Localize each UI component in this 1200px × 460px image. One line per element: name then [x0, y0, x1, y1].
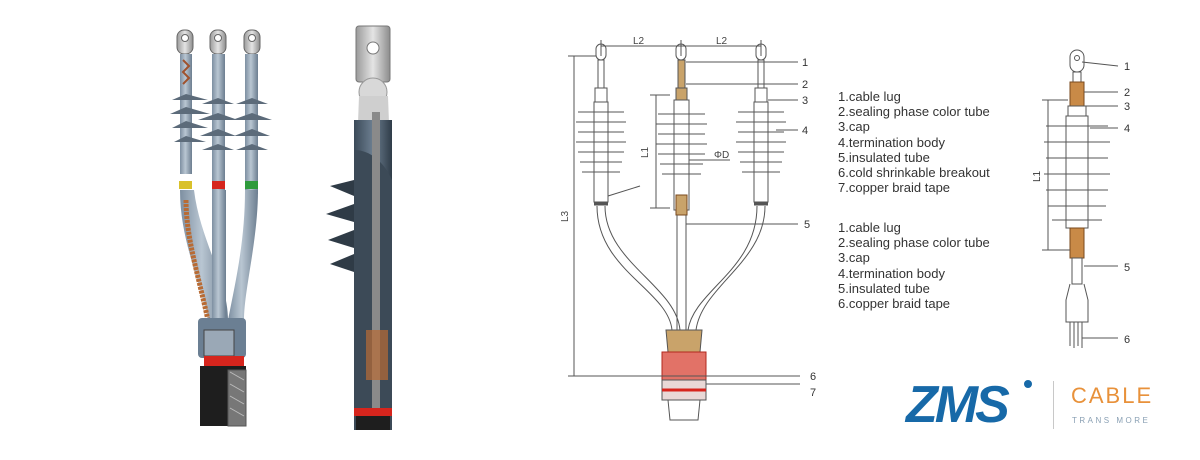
logo-mark: ZMS [904, 376, 1010, 434]
three-core-dimension-labels: L2 L2 L1 L3 ΦD [560, 36, 729, 222]
legend-three-core: 1.cable lug 2.sealing phase color tube 3… [838, 89, 990, 195]
dim-l1: L1 [640, 146, 651, 158]
dim-l3: L3 [560, 210, 571, 222]
three-core-dimension-drawing [568, 40, 800, 421]
logo-word: CABLE [1071, 383, 1154, 408]
callout-2: 2 [1124, 87, 1130, 99]
single-core-callouts: L1 1 2 3 4 5 6 [1032, 61, 1130, 346]
insulator-sheds-icon [326, 180, 354, 272]
legend-item: 6.cold shrinkable breakout [838, 165, 990, 181]
zms-logo-icon: ZMS [904, 376, 1032, 434]
legend-item: 5.insulated tube [838, 149, 930, 165]
cutaway-termination-photo [326, 25, 392, 430]
callout-6: 6 [810, 371, 816, 383]
callout-5: 5 [1124, 262, 1130, 274]
callout-3: 3 [802, 95, 808, 107]
legend-item: 1.cable lug [838, 220, 901, 235]
single-core-dimension-drawing [1042, 49, 1119, 348]
dim-l1-single: L1 [1032, 170, 1043, 182]
insulator-sheds-icon [170, 94, 272, 150]
callout-7: 7 [810, 387, 816, 399]
legend-item: 4.termination body [838, 265, 945, 281]
legend-item: 3.cap [838, 119, 870, 135]
logo-divider [1053, 381, 1054, 429]
cable-lug-icon [1069, 49, 1085, 73]
logo-tagline: TRANS MORE [1072, 416, 1151, 425]
legend-single-core: 1.cable lug 2.sealing phase color tube 3… [838, 220, 990, 311]
legend-item: 4.termination body [838, 134, 945, 150]
legend-item: 6.copper braid tape [838, 296, 951, 312]
dim-phi-d: ΦD [714, 150, 729, 161]
callout-5: 5 [804, 219, 810, 231]
dim-l2-right: L2 [716, 36, 728, 47]
legend-item: 2.sealing phase color tube [838, 104, 990, 120]
legend-item: 5.insulated tube [838, 280, 930, 296]
callout-4: 4 [1124, 123, 1130, 135]
callout-2: 2 [802, 79, 808, 91]
callout-3: 3 [1124, 101, 1130, 113]
three-core-termination-photo [170, 29, 272, 427]
callout-6: 6 [1124, 334, 1130, 346]
dim-l2-left: L2 [633, 36, 645, 47]
callout-4: 4 [802, 125, 808, 137]
legend-item: 7.copper braid tape [838, 180, 951, 196]
legend-item: 2.sealing phase color tube [838, 235, 990, 251]
three-core-callouts: 1 2 3 4 5 6 7 [802, 57, 816, 399]
cable-lug-icon [176, 29, 261, 55]
insulator-sheds-icon [1044, 125, 1110, 221]
callout-1: 1 [1124, 61, 1130, 73]
legend-item: 1.cable lug [838, 89, 901, 104]
insulator-sheds-icon [576, 111, 786, 175]
callout-1: 1 [802, 57, 808, 69]
legend-item: 3.cap [838, 250, 870, 266]
